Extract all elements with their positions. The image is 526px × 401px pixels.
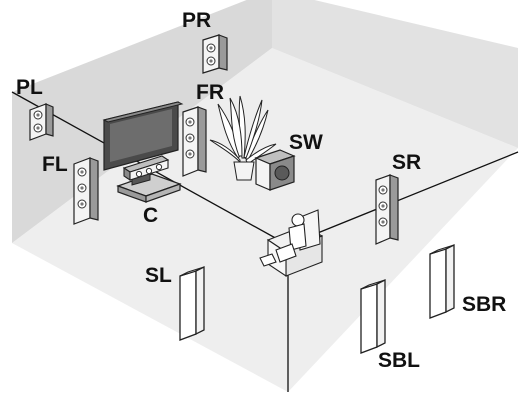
label-sw: SW <box>289 131 323 154</box>
label-sbl: SBL <box>378 349 420 372</box>
speaker-sbl <box>360 278 386 354</box>
label-pl: PL <box>16 76 43 99</box>
label-sbr: SBR <box>462 293 507 316</box>
floor <box>12 48 518 392</box>
label-fl: FL <box>42 153 68 176</box>
label-fr: FR <box>196 81 224 104</box>
speaker-pr <box>202 34 228 74</box>
listener-in-armchair <box>259 209 324 278</box>
speaker-sbr <box>429 243 455 319</box>
tv-stand <box>116 173 182 203</box>
back-wall <box>272 0 518 148</box>
speaker-sr <box>375 174 399 245</box>
speaker-pl <box>29 103 54 141</box>
label-pr: PR <box>182 9 212 32</box>
potted-plant <box>209 95 277 181</box>
label-c: C <box>143 204 159 227</box>
speaker-fr <box>182 106 207 177</box>
subwoofer <box>254 149 296 191</box>
label-sr: SR <box>392 151 422 174</box>
room-edge-line <box>287 151 519 246</box>
speaker-c <box>122 155 170 182</box>
speaker-sl <box>179 265 205 341</box>
television <box>102 101 184 186</box>
label-sl: SL <box>145 264 172 287</box>
speaker-fl <box>73 157 99 225</box>
